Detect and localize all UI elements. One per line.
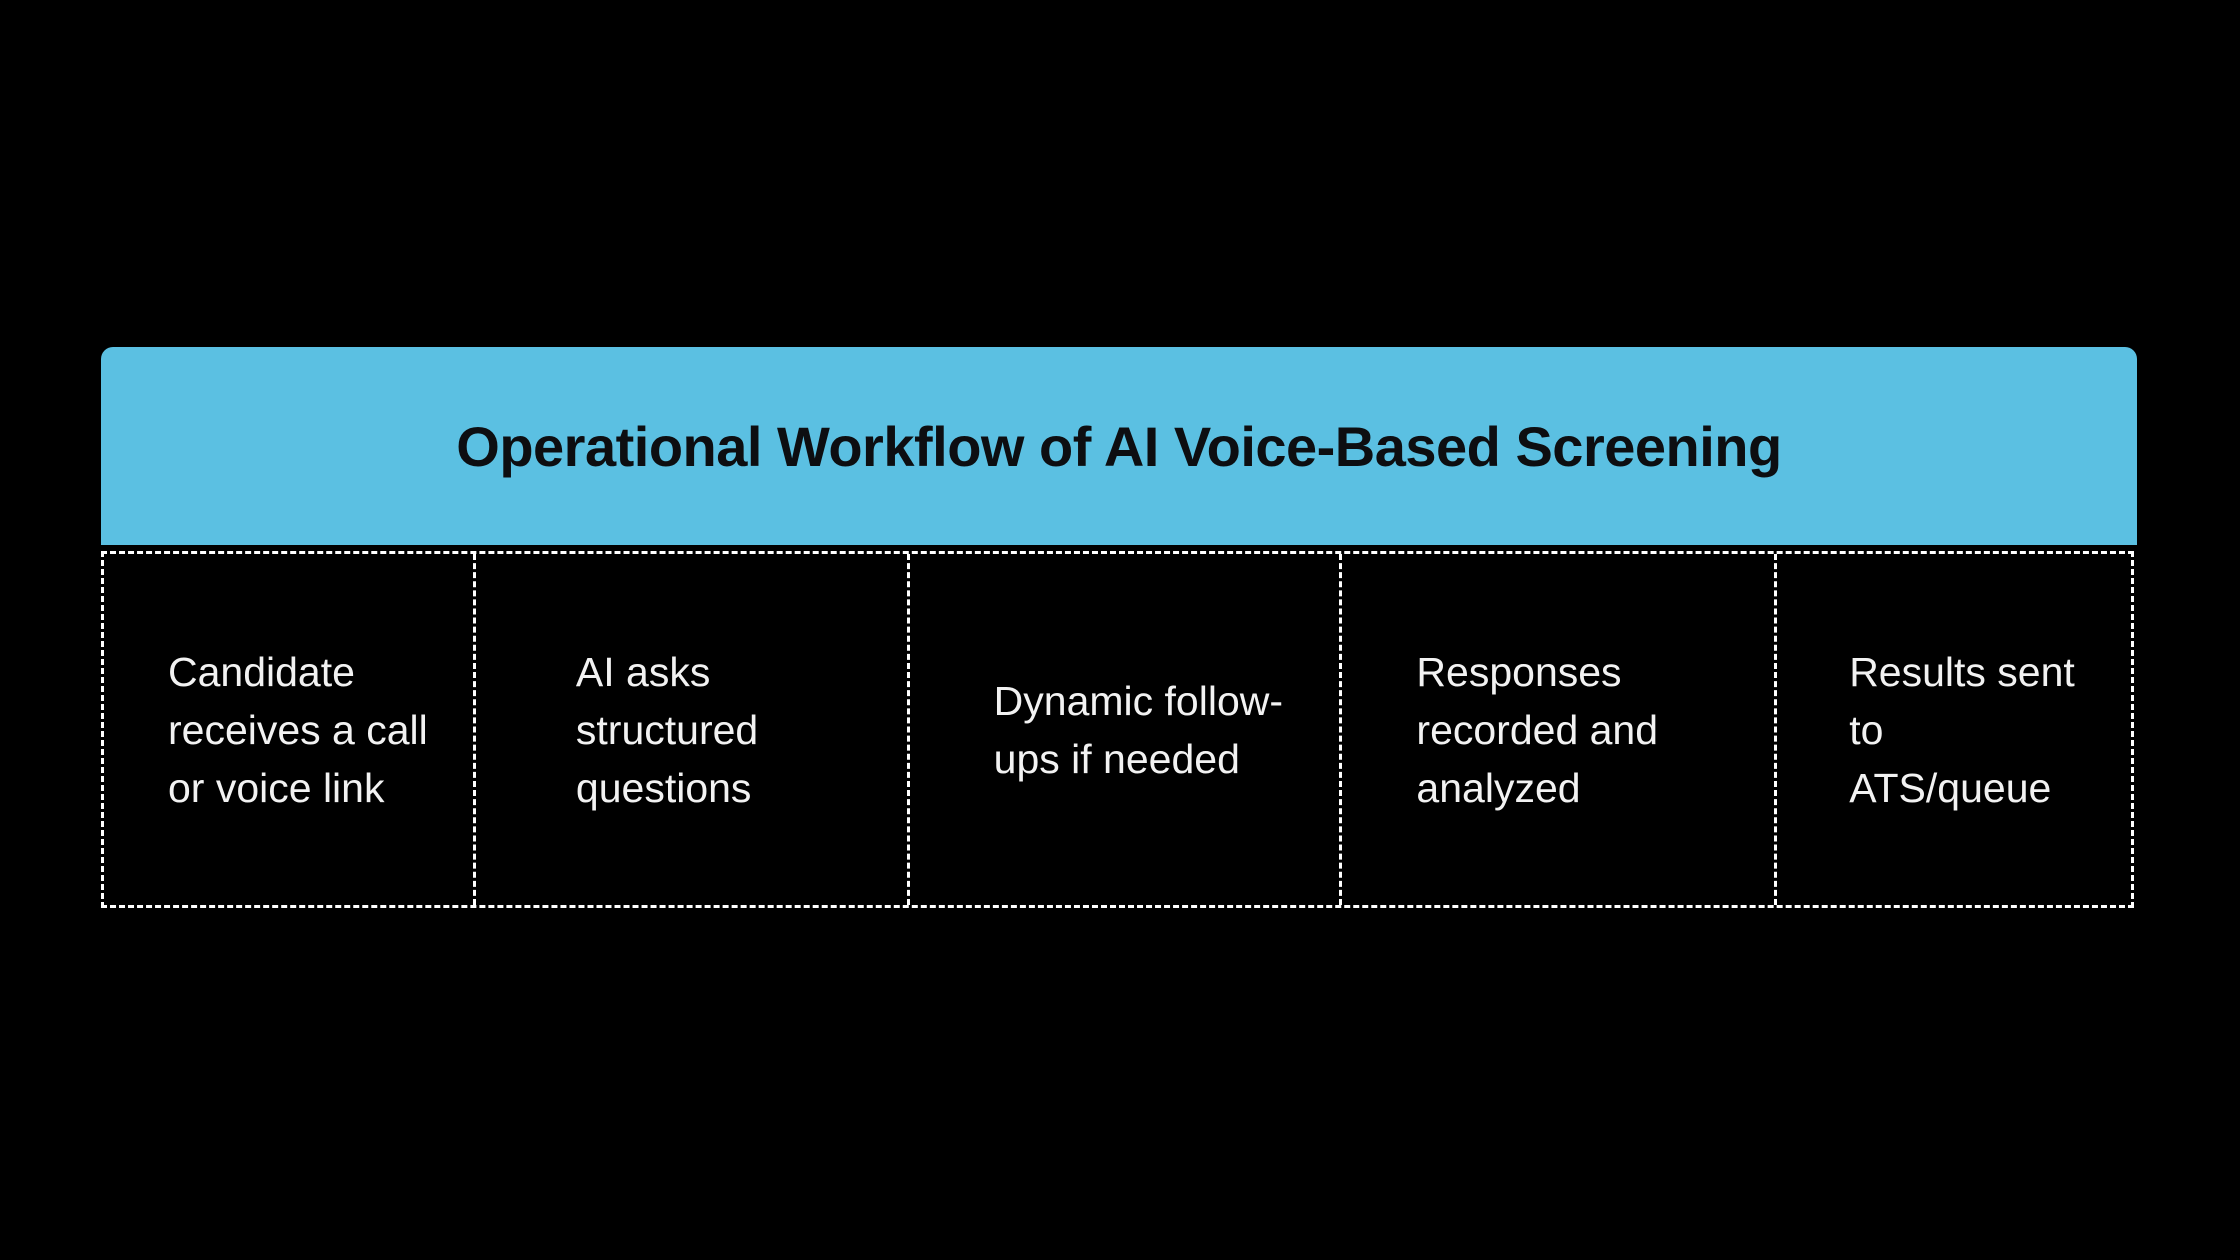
workflow-step-5-label: Results sent to ATS/queue (1849, 648, 2075, 811)
workflow-step-2-label: AI asks structured questions (575, 648, 759, 811)
workflow-step-3: Dynamic follow-ups if needed (906, 554, 1340, 905)
workflow-step-3-label: Dynamic follow-ups if needed (993, 677, 1284, 782)
workflow-step-4-label: Responses recorded and analyzed (1416, 648, 1659, 811)
workflow-step-1: Candidate receives a call or voice link (104, 554, 473, 905)
workflow-step-1-label: Candidate receives a call or voice link (168, 648, 428, 811)
workflow-step-4: Responses recorded and analyzed (1339, 554, 1774, 905)
diagram-title: Operational Workflow of AI Voice-Based S… (456, 414, 1782, 478)
workflow-step-2: AI asks structured questions (472, 554, 907, 905)
workflow-steps: Candidate receives a call or voice link … (101, 551, 2134, 908)
workflow-diagram: Operational Workflow of AI Voice-Based S… (101, 347, 2137, 908)
diagram-title-bar: Operational Workflow of AI Voice-Based S… (101, 347, 2137, 545)
workflow-step-5: Results sent to ATS/queue (1774, 554, 2131, 905)
